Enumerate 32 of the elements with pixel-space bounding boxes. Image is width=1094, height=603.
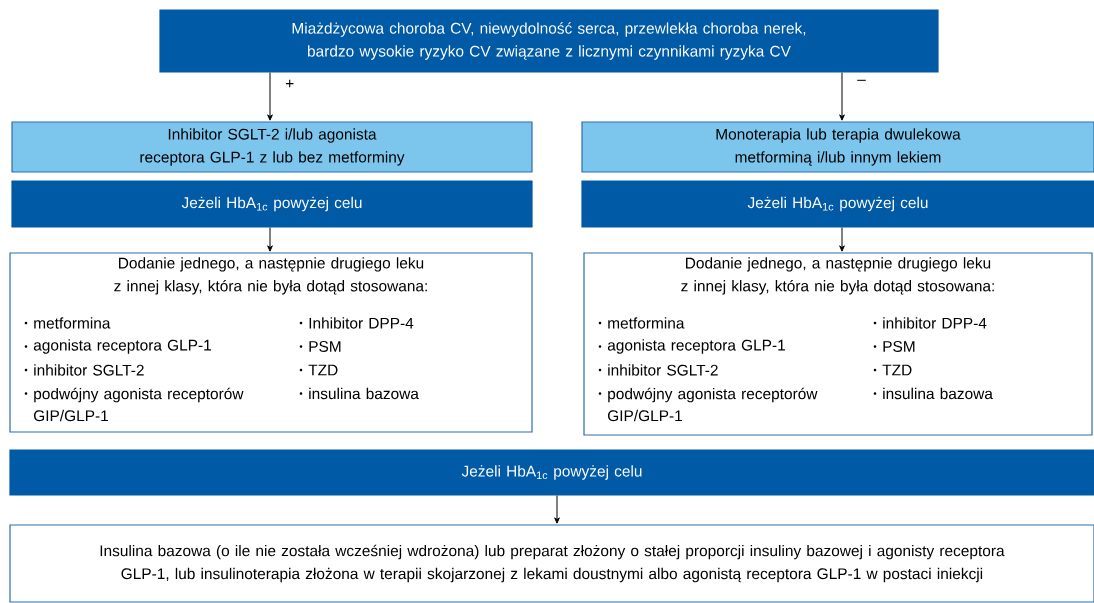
therapy-box: Insulina bazowa (o ile nie została wcześniej wdrożona) lub preparat złożony o stałej proporcji insuliny bazowej i agonisty receptora GLP-1, lub insulinoterapia złożona w terapii skojarzonej z lekami doustnymi albo agonistą receptora GLP-1 w postaci iniekcji — [9, 524, 1094, 603]
list-box: Dodanie jednego, a następnie drugiego leku z innej klasy, która nie była dotąd stosowana: metformina agonista receptora GLP-1 inhibitor SGLT-2 podwójny agonista receptorów GIP/GLP-1 inhibitor DPP-4 PSM TZD insulina bazowa — [583, 252, 1093, 436]
therapy-box: Monoterapia lub terapia dwulekowa metforminą i/lub innym lekiem — [581, 121, 1094, 173]
list-item: podwójny agonista receptorów GIP/GLP-1 — [598, 387, 818, 422]
list-item: TZD — [299, 364, 338, 376]
condition-bar: Miażdżycowa choroba CV, niewydolność serca, przewlekła choroba nerek, bardzo wysokie ryzyko CV związane z licznymi czynnikami ryzyka CV — [159, 9, 939, 73]
list-item: inhibitor SGLT-2 — [598, 364, 718, 376]
list-item: agonista receptora GLP-1 — [24, 339, 211, 354]
list-item: TZD — [873, 364, 912, 376]
condition-bar: Jeżeli HbA$_{1c}$ powyżej celu — [11, 180, 533, 228]
condition-bar: Jeżeli HbA$_{1c}$ powyżej celu — [9, 449, 1094, 496]
list-item: metformina — [598, 317, 685, 329]
list-box: Dodanie jednego, a następnie drugiego leku z innej klasy, która nie była dotąd stosowana: metformina agonista receptora GLP-1 inhibitor SGLT-2 podwójny agonista receptorów GIP/GLP-1 Inhibitor DPP-4 PSM TZD insulina bazowa — [9, 252, 533, 433]
edge-label: + — [284, 78, 296, 90]
list-item: Inhibitor DPP-4 — [299, 317, 414, 329]
list-item: insulina bazowa — [299, 387, 419, 400]
list-item: agonista receptora GLP-1 — [598, 339, 785, 354]
condition-bar: Jeżeli HbA$_{1c}$ powyżej celu — [581, 180, 1094, 228]
list-item: PSM — [873, 341, 915, 352]
list-item: inhibitor DPP-4 — [873, 317, 987, 329]
arrow — [554, 495, 560, 524]
list-item: PSM — [299, 341, 341, 352]
arrow — [267, 227, 273, 252]
list-item: insulina bazowa — [873, 387, 993, 400]
edge-label: – — [856, 78, 867, 86]
arrow — [839, 227, 845, 252]
therapy-box: Inhibitor SGLT-2 i/lub agonista receptora GLP-1 z lub bez metforminy — [11, 121, 533, 173]
list-item: podwójny agonista receptorów GIP/GLP-1 — [24, 387, 244, 422]
arrow — [839, 72, 845, 121]
arrow — [267, 72, 273, 121]
list-item: metformina — [24, 317, 111, 329]
list-item: inhibitor SGLT-2 — [24, 364, 144, 376]
